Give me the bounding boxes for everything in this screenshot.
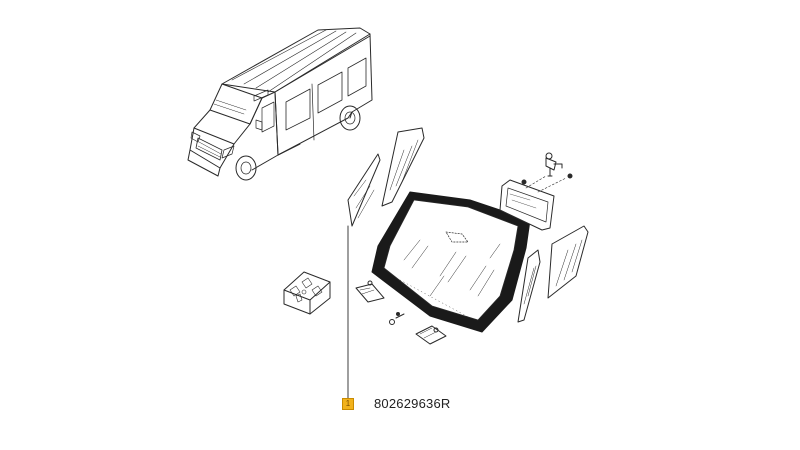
- screw: [389, 312, 405, 325]
- glass-clip-left: [355, 280, 385, 303]
- left-door-glass: [381, 127, 425, 207]
- left-quarter-glass: [347, 153, 381, 227]
- right-door-glass: [517, 249, 541, 323]
- right-quarter-glass: [547, 225, 589, 299]
- windscreen: [371, 191, 531, 333]
- rearview-mirror: [499, 152, 573, 231]
- part-number-label[interactable]: 802629636R: [374, 396, 451, 411]
- glass-clip-bottom: [415, 325, 447, 345]
- callout-marker[interactable]: 1: [342, 398, 354, 410]
- clip-kit-box: [283, 271, 331, 315]
- van-illustration: [187, 27, 373, 181]
